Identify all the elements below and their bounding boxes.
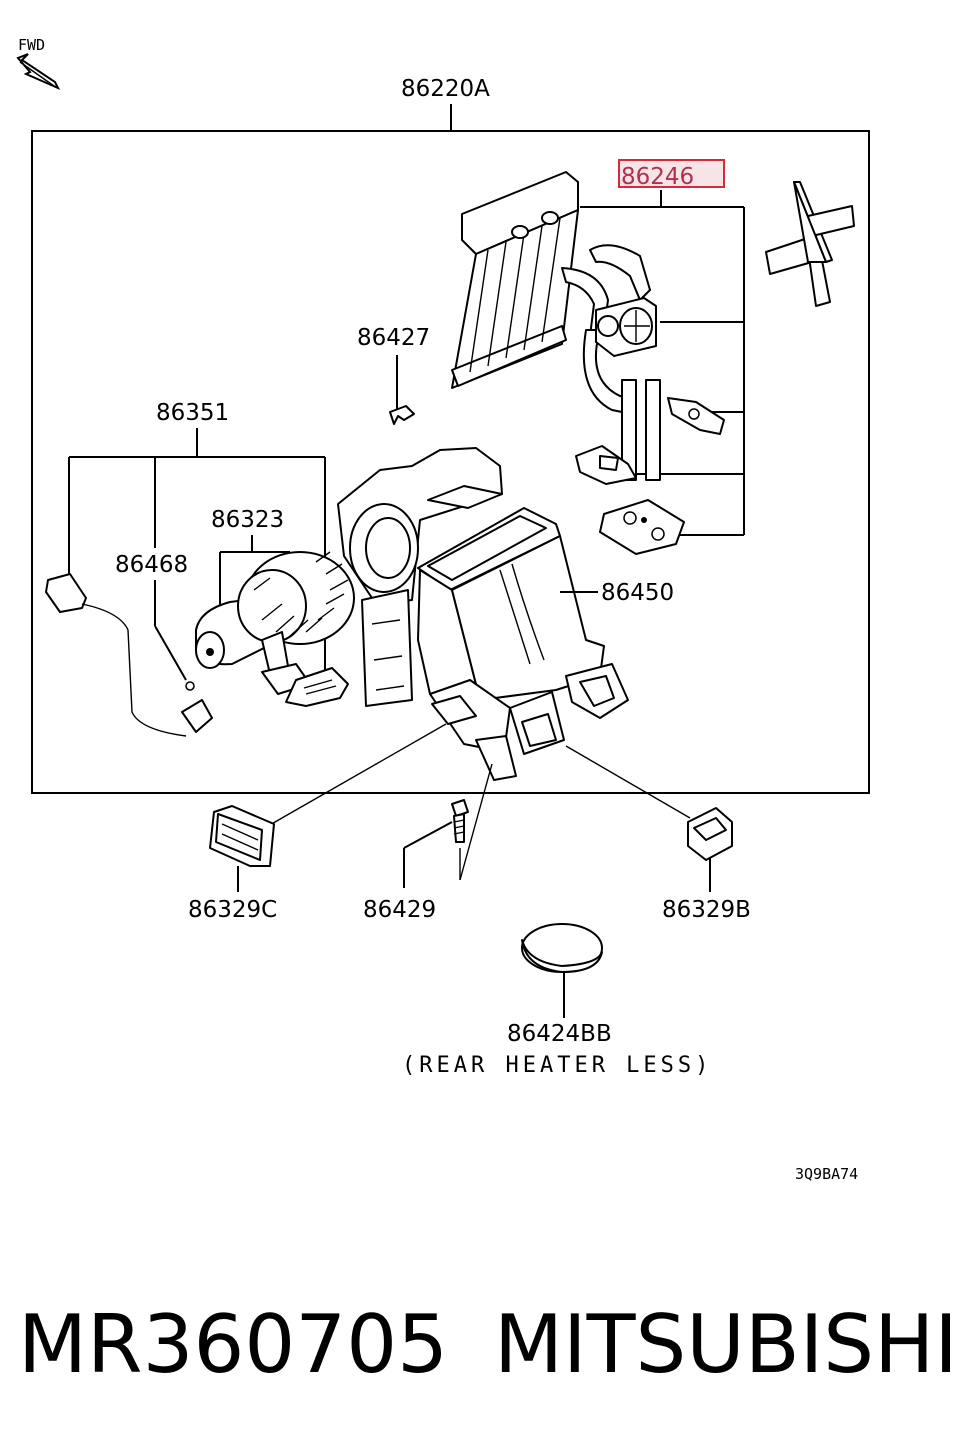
part-footer: MR360705 MITSUBISHI	[18, 1290, 958, 1400]
callout-86450[interactable]: 86450	[601, 580, 674, 606]
callout-86427[interactable]: 86427	[357, 325, 430, 351]
fwd-label: FWD	[18, 36, 45, 54]
callout-86429[interactable]: 86429	[363, 897, 436, 923]
callout-86329b[interactable]: 86329B	[662, 897, 751, 923]
callout-86246[interactable]: 86246	[621, 164, 694, 190]
duct-86329c[interactable]	[209, 805, 275, 867]
mount-bracket	[765, 181, 855, 307]
callout-86351[interactable]: 86351	[156, 400, 229, 426]
screw-86429[interactable]	[451, 799, 469, 843]
heater-core[interactable]	[451, 171, 579, 389]
callout-86323[interactable]: 86323	[211, 507, 284, 533]
plug-86424bb[interactable]	[521, 923, 603, 973]
leader-86246	[580, 190, 745, 536]
wire-connector	[45, 573, 213, 737]
callout-86424bb[interactable]: 86424BB	[507, 1021, 612, 1047]
heater-case[interactable]	[417, 507, 629, 781]
heater-valve	[595, 297, 657, 357]
blower-case[interactable]	[337, 447, 503, 707]
callout-86220a[interactable]: 86220A	[401, 76, 490, 102]
blower-fan[interactable]	[237, 551, 355, 675]
plug-note: (REAR HEATER LESS)	[402, 1053, 712, 1078]
pipe-clamp	[667, 397, 725, 435]
pipe-bracket	[575, 445, 637, 485]
part-number: MR360705	[18, 1298, 448, 1391]
resistor-module[interactable]	[261, 663, 349, 707]
heater-pipes	[561, 244, 661, 481]
brand-name: MITSUBISHI	[494, 1298, 958, 1391]
fwd-arrow-icon	[16, 53, 61, 91]
duct-86329b[interactable]	[687, 807, 733, 861]
diagram-code: 3Q9BA74	[795, 1165, 858, 1183]
clip-86427[interactable]	[389, 405, 415, 425]
leaders-outside	[267, 723, 691, 888]
assembly-frame	[31, 130, 870, 794]
grommet-plate	[599, 499, 685, 555]
callout-86329c[interactable]: 86329C	[188, 897, 277, 923]
callout-86468[interactable]: 86468	[115, 552, 188, 578]
highlight-box	[618, 159, 725, 188]
